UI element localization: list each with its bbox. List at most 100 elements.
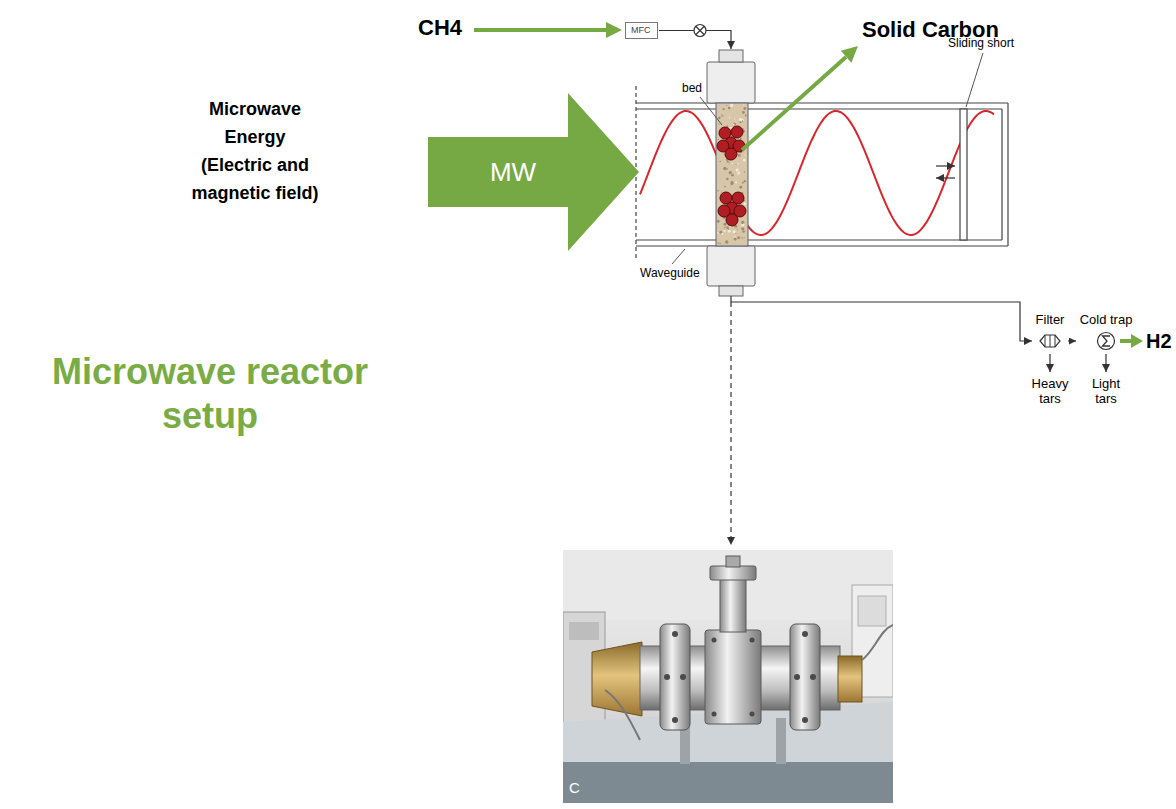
bed-texture bbox=[726, 226, 729, 229]
figure-title: Microwave reactor setup bbox=[20, 350, 400, 438]
filter-symbol bbox=[1039, 331, 1061, 351]
bed-texture bbox=[735, 233, 736, 234]
inlet-arrow bbox=[474, 22, 622, 38]
bed-texture bbox=[726, 178, 728, 180]
bed-texture bbox=[744, 180, 746, 182]
reactor-photo bbox=[605, 690, 640, 740]
bed-texture bbox=[743, 107, 746, 110]
bed-texture bbox=[744, 203, 746, 205]
bed-texture bbox=[717, 220, 720, 223]
bed-texture bbox=[721, 116, 722, 117]
reactor-photo bbox=[664, 631, 816, 723]
waveguide bbox=[1001, 109, 1002, 240]
bed-texture bbox=[723, 230, 725, 232]
bed-texture bbox=[718, 139, 719, 140]
bed-texture bbox=[728, 230, 731, 233]
bed-texture bbox=[735, 122, 736, 123]
reactor-photo bbox=[672, 717, 678, 723]
reactor-photo bbox=[592, 642, 642, 716]
bed-texture bbox=[726, 105, 727, 106]
reactor-photo bbox=[563, 762, 893, 803]
carbon-particles bbox=[725, 148, 737, 160]
bed-texture bbox=[729, 162, 730, 163]
leader-line bbox=[672, 249, 685, 264]
standing-wave bbox=[640, 111, 994, 235]
bed-texture bbox=[742, 111, 745, 114]
product-arrow bbox=[742, 57, 846, 150]
bed-texture bbox=[724, 186, 726, 188]
reactor-photo bbox=[680, 674, 686, 680]
bed-texture bbox=[744, 237, 745, 238]
standing-wave bbox=[640, 111, 994, 235]
leader-line bbox=[966, 53, 983, 107]
inlet-arrow bbox=[606, 22, 622, 38]
bed-texture bbox=[717, 190, 719, 192]
part-label: Sliding short bbox=[948, 36, 1014, 50]
reactor-photo bbox=[790, 624, 820, 730]
gas-inlet-label: CH4 bbox=[418, 15, 462, 41]
bed-texture bbox=[722, 115, 724, 117]
flow-line bbox=[730, 302, 731, 545]
bed-texture bbox=[745, 154, 746, 155]
bed-texture bbox=[740, 138, 742, 140]
bed-texture bbox=[741, 221, 744, 224]
flow-line bbox=[1105, 354, 1106, 372]
bed-texture bbox=[745, 114, 747, 116]
reactor-photo bbox=[672, 631, 678, 637]
microwave-arrow: MW bbox=[428, 92, 640, 252]
bed-texture bbox=[743, 105, 744, 106]
waveguide bbox=[636, 245, 1008, 246]
reactor-photo bbox=[862, 625, 893, 660]
bed-texture bbox=[728, 107, 731, 110]
reactor-photo bbox=[802, 631, 808, 637]
reactor-tube bbox=[707, 62, 755, 103]
reactor-photo bbox=[710, 566, 756, 580]
filter-unit: Filter bbox=[1033, 312, 1067, 351]
bed-texture bbox=[738, 154, 741, 157]
reactor-photo bbox=[569, 622, 599, 640]
bed-texture bbox=[718, 242, 719, 243]
bed-texture bbox=[729, 171, 732, 174]
bed-texture bbox=[733, 124, 735, 126]
waveguide bbox=[636, 108, 1002, 109]
bed-texture bbox=[737, 236, 740, 239]
flow-connector bbox=[1068, 340, 1076, 341]
bed-texture bbox=[738, 163, 739, 164]
carbon-particles bbox=[717, 126, 746, 226]
bed-texture bbox=[734, 236, 735, 237]
bed-texture bbox=[743, 224, 744, 225]
flow-controller-box: MFC bbox=[625, 22, 658, 39]
bed-texture bbox=[730, 104, 733, 107]
reactor-tube bbox=[716, 103, 748, 246]
reactor-photo bbox=[660, 624, 690, 730]
byproduct-label: Light tars bbox=[1082, 376, 1130, 406]
bed-texture bbox=[735, 181, 737, 183]
leader-line bbox=[700, 97, 722, 125]
energy-label: Microwave Energy bbox=[190, 95, 320, 151]
bed-texture bbox=[725, 240, 728, 243]
sliding-short bbox=[960, 109, 967, 240]
bed-texture bbox=[727, 160, 729, 162]
arrow-label: MW bbox=[428, 156, 598, 188]
flow-line bbox=[731, 296, 1032, 341]
reactor-tube bbox=[719, 286, 743, 296]
reactor-photo bbox=[712, 712, 717, 717]
bed-texture bbox=[718, 123, 719, 124]
bed-texture bbox=[742, 182, 744, 184]
bed-texture bbox=[731, 174, 734, 177]
reactor-photo bbox=[810, 674, 816, 680]
bed-texture bbox=[721, 192, 722, 193]
bed-texture bbox=[733, 123, 736, 126]
flow-line bbox=[694, 25, 706, 37]
reactor-photo bbox=[838, 656, 862, 702]
bed-texture bbox=[739, 118, 742, 121]
energy-label: (Electric and magnetic field) bbox=[175, 151, 335, 207]
bed-texture bbox=[739, 186, 742, 189]
reactor-photo bbox=[776, 718, 786, 764]
flow-line bbox=[1049, 354, 1050, 372]
bed-texture bbox=[742, 230, 745, 233]
bed-texture bbox=[732, 163, 733, 164]
panel-letter: C bbox=[569, 779, 580, 797]
bed-texture bbox=[742, 237, 744, 239]
